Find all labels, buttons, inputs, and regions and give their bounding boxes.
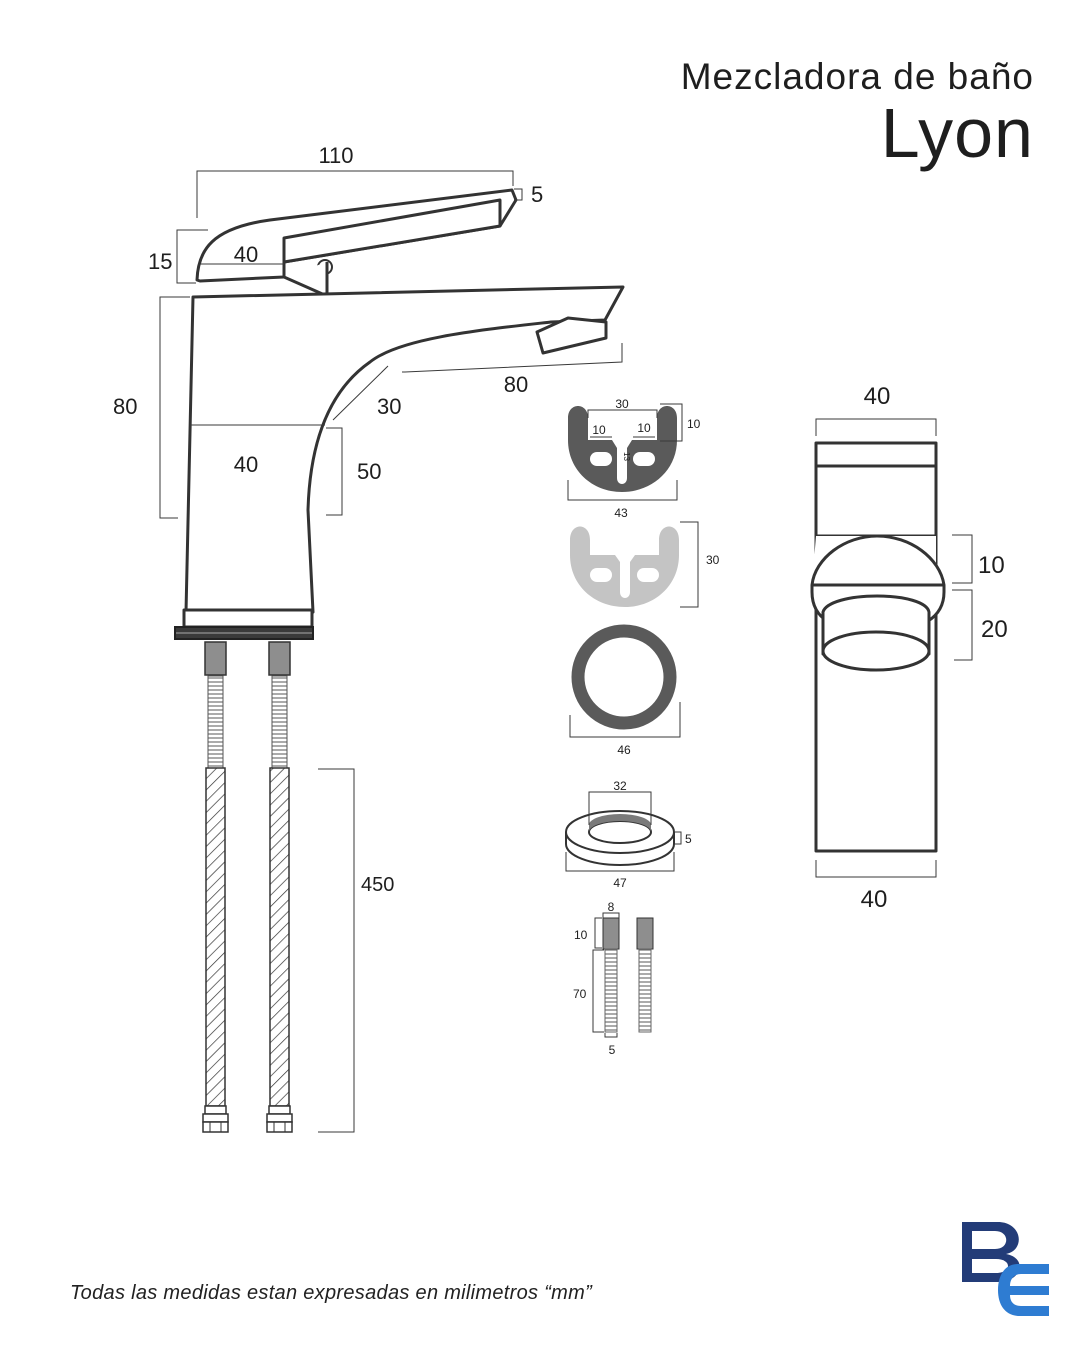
dim-bracket-depth: 10 xyxy=(687,417,701,431)
title-subtitle: Mezcladora de baño xyxy=(680,56,1034,97)
mounting-bracket-dark: 30 10 10 10 13 43 xyxy=(567,397,701,520)
dim-front-width-top: 40 xyxy=(864,383,891,410)
dim-bracket-inner-width: 30 xyxy=(615,397,629,411)
lever-joint xyxy=(283,262,329,298)
title-model: Lyon xyxy=(880,94,1034,172)
measurement-footnote: Todas las medidas estan expresadas en mi… xyxy=(70,1282,593,1304)
dim-rod-thread-length: 70 xyxy=(573,987,587,1001)
aerator xyxy=(535,316,608,355)
base-washer: 32 5 47 xyxy=(565,779,692,890)
hose-right xyxy=(266,641,293,1133)
threaded-rods: 8 10 70 5 xyxy=(573,900,654,1057)
dim-front-spout-height: 20 xyxy=(981,616,1008,643)
dim-spout-reach: 80 xyxy=(504,372,528,397)
dim-rod-nut-height: 10 xyxy=(574,928,588,942)
base-collar xyxy=(182,608,314,629)
sealing-ring: 46 xyxy=(569,624,681,757)
dim-front-width-bottom: 40 xyxy=(861,886,888,913)
dim-lever-thickness: 5 xyxy=(531,182,543,207)
dim-bracket-light-height: 30 xyxy=(706,553,720,567)
mounting-bracket-light: 30 xyxy=(570,521,720,608)
dim-hose-length: 450 xyxy=(361,874,394,896)
faucet-front-view: 40 10 20 40 xyxy=(810,383,1008,913)
faucet-body xyxy=(184,285,625,614)
dim-spout-curve: 30 xyxy=(377,394,401,419)
dim-width-top: 110 xyxy=(318,143,353,168)
title-block: Mezcladora de baño Lyon xyxy=(681,56,1034,168)
dim-bracket-slot-right: 10 xyxy=(637,421,651,435)
dim-washer-thickness: 5 xyxy=(685,832,692,846)
dim-rod-nut-width: 8 xyxy=(608,900,615,914)
lever-inner xyxy=(282,198,502,264)
dim-body-width: 40 xyxy=(234,452,258,477)
dim-body-height: 80 xyxy=(113,394,137,419)
dim-ring-diameter: 46 xyxy=(617,743,631,757)
be-brand-logo xyxy=(962,1222,1049,1316)
dim-rod-diameter: 5 xyxy=(609,1043,616,1057)
dim-front-lever-height: 10 xyxy=(978,552,1005,579)
dim-lever-height: 15 xyxy=(148,249,172,274)
dim-lower-height: 50 xyxy=(357,459,381,484)
dim-bracket-slot-gap: 13 xyxy=(622,452,631,461)
faucet-side-view: 110 5 15 40 80 80 30 40 50 450 xyxy=(113,143,625,1133)
dim-bracket-slot-left: 10 xyxy=(592,423,606,437)
dim-lever-length: 40 xyxy=(234,242,258,267)
dim-bracket-outer-width: 43 xyxy=(614,506,628,520)
hose-left xyxy=(202,641,229,1133)
dim-washer-inner: 32 xyxy=(613,779,627,793)
dim-washer-outer: 47 xyxy=(613,876,627,890)
